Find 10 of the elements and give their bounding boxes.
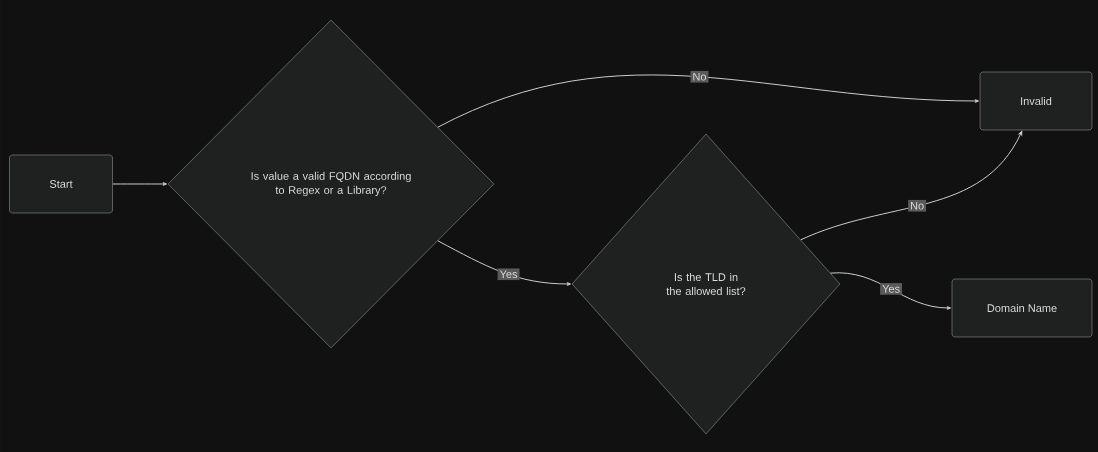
edge-label: Yes xyxy=(880,283,903,295)
process-box: Start xyxy=(9,154,113,214)
process-box: Invalid xyxy=(979,71,1093,131)
arrow xyxy=(437,240,571,286)
arrow xyxy=(830,272,951,310)
arrow xyxy=(437,74,979,128)
process-box: Domain Name xyxy=(951,278,1093,338)
arrow xyxy=(800,130,1023,241)
arrow xyxy=(112,182,167,186)
edge-label: Yes xyxy=(497,268,520,281)
